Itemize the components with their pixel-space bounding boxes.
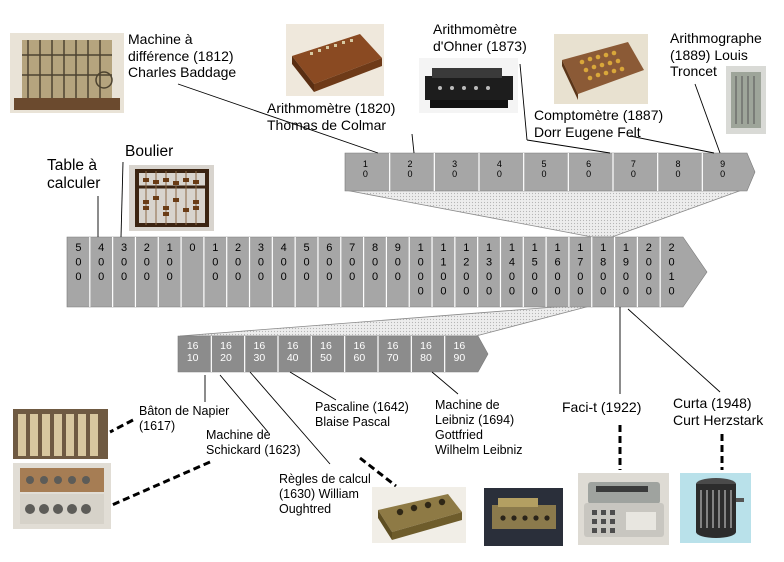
leader-ohner-2 (526, 139, 611, 154)
photo-leibniz-machine (484, 488, 563, 546)
leader-pascal (289, 371, 337, 401)
timeline-19th-body (344, 152, 756, 192)
photo-curta (680, 473, 751, 543)
leader-oughtred-dashed (359, 456, 397, 488)
main-timeline-tick: 0 (189, 242, 195, 254)
leader-curta (627, 308, 721, 393)
photo-schickard-machine (13, 463, 111, 529)
dashed-leaders (109, 418, 724, 507)
label-arithmometer-ohner: Arithmomètre d'Ohner (1873) (433, 21, 527, 54)
photo-arithmometer-colmar (286, 24, 384, 96)
photo-pascaline (372, 487, 466, 543)
label-boulier: Boulier (125, 143, 174, 160)
leader-ohner (519, 63, 528, 141)
photo-napier-bones (13, 409, 108, 459)
leader-napier-dashed (109, 418, 134, 434)
leader-leibniz (431, 371, 459, 395)
photo-facit (578, 473, 669, 545)
leader-schickard-dashed (111, 460, 211, 507)
label-arithmograph: Arithmographe (1889) Louis Troncet (670, 30, 762, 79)
leader-colmar (411, 133, 415, 154)
zoom-region-19th-century (344, 189, 743, 238)
label-table-a-calculer: Table à calculer (47, 157, 101, 192)
leader-boulier (120, 161, 124, 238)
photo-arithmometer-ohner (419, 58, 518, 113)
label-leibniz: Machine de Leibniz (1694) Gottfried Wilh… (435, 398, 523, 457)
leader-troncet (694, 83, 721, 154)
label-facit: Faci-t (1922) (562, 399, 642, 415)
photo-arithmograph (726, 66, 766, 134)
photo-difference-engine (10, 33, 124, 113)
label-schickard: Machine de Schickard (1623) (206, 428, 301, 457)
label-oughtred: Règles de calcul (1630) William Oughtred (279, 472, 371, 516)
label-napier: Bâton de Napier (1617) (139, 404, 230, 433)
photo-abacus (129, 165, 214, 231)
label-pascaline: Pascaline (1642) Blaise Pascal (315, 400, 409, 429)
label-difference-engine: Machine à différence (1812) Charles Badd… (128, 31, 237, 80)
label-comptometer: Comptomètre (1887) Dorr Eugene Felt (534, 107, 664, 140)
leader-oughtred (249, 371, 331, 465)
leader-schickard (219, 374, 269, 433)
leader-babbage (177, 83, 379, 154)
label-curta: Curta (1948) Curt Herzstark (673, 395, 764, 428)
label-arithmometer-colmar: Arithmomètre (1820) Thomas de Colmar (267, 100, 396, 133)
zoom-region-17th-century (179, 305, 591, 337)
photo-comptometer (554, 34, 648, 104)
timeline-17th-body (177, 335, 489, 373)
leader-lines (97, 63, 721, 465)
leader-felt (629, 135, 715, 154)
